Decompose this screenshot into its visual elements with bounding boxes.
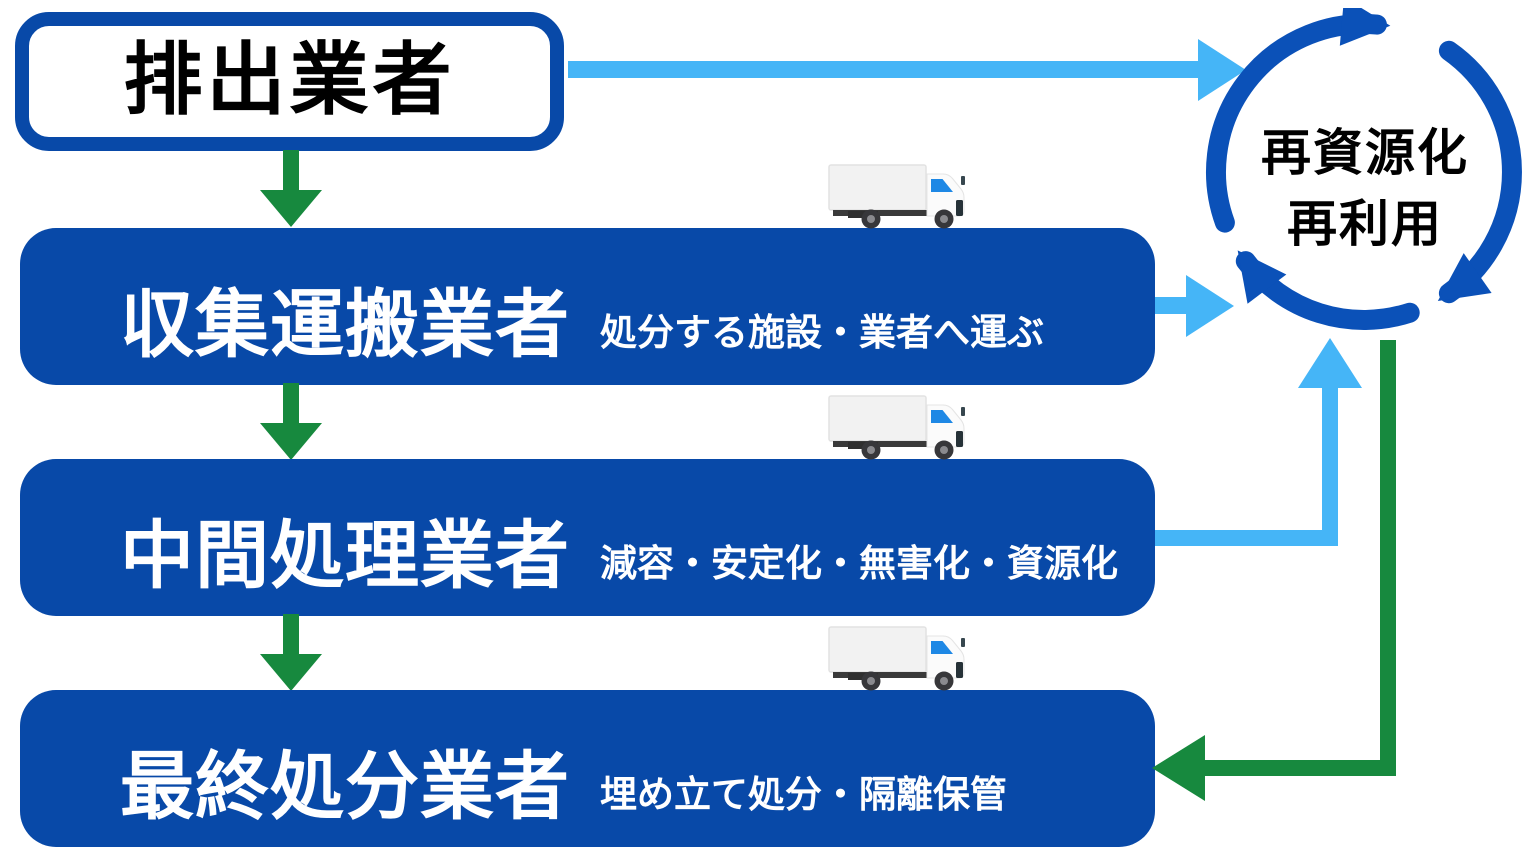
arrow-generator-to-collector-head-icon — [260, 190, 322, 227]
arrow-intermediate-to-recycle-vertical — [1322, 386, 1338, 546]
arrow-intermediate-to-recycle-head-icon — [1298, 338, 1362, 388]
node-collector-note: 処分する施設・業者へ運ぶ — [600, 313, 1044, 354]
truck-icon — [828, 164, 965, 229]
node-collector-label: 収集運搬業者 — [120, 284, 570, 367]
recycle-label: 再資源化 再利用 — [1205, 118, 1525, 260]
node-generator-label: 排出業者 — [123, 38, 456, 125]
arrow-recycle-to-final-vertical — [1380, 340, 1396, 768]
arrow-collector-to-recycle-head-icon — [1186, 275, 1234, 337]
recycle-label-line1: 再資源化 — [1261, 125, 1469, 181]
node-intermediate: 中間処理業者 減容・安定化・無害化・資源化 — [20, 459, 1155, 616]
truck-icon — [828, 626, 965, 691]
node-final-label: 最終処分業者 — [120, 746, 570, 829]
arrow-collector-to-intermediate — [283, 383, 299, 425]
truck-icon — [828, 395, 965, 460]
arrow-collector-to-recycle — [1155, 297, 1189, 314]
node-final: 最終処分業者 埋め立て処分・隔離保管 — [20, 690, 1155, 847]
arrow-generator-to-collector — [283, 150, 299, 192]
recycle-loop-icon — [1206, 8, 1522, 330]
node-final-note: 埋め立て処分・隔離保管 — [600, 775, 1007, 816]
arrow-intermediate-to-final — [283, 614, 299, 656]
node-generator: 排出業者 — [15, 12, 564, 151]
arrow-generator-to-recycle — [568, 61, 1200, 78]
recycle-label-line2: 再利用 — [1287, 196, 1443, 252]
node-intermediate-label: 中間処理業者 — [120, 515, 570, 598]
node-intermediate-note: 減容・安定化・無害化・資源化 — [600, 544, 1118, 585]
arrow-recycle-to-final-horizontal — [1203, 760, 1396, 776]
arrow-recycle-to-final-head-icon — [1152, 735, 1205, 801]
arrow-intermediate-to-recycle-horizontal — [1155, 530, 1331, 546]
node-collector: 収集運搬業者 処分する施設・業者へ運ぶ — [20, 228, 1155, 385]
arrow-collector-to-intermediate-head-icon — [260, 423, 322, 460]
arrow-intermediate-to-final-head-icon — [260, 654, 322, 691]
